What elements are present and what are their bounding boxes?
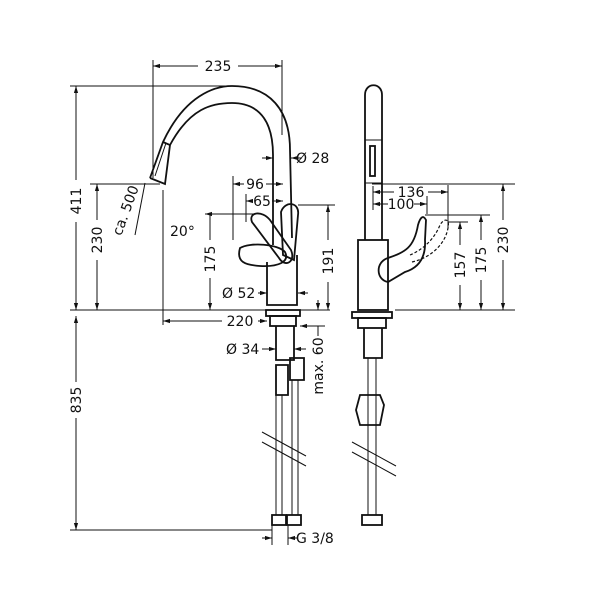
dim-96-label: 96 xyxy=(246,177,264,193)
side-dim-157-label: 157 xyxy=(453,252,469,279)
dim-g38-label: G 3/8 xyxy=(296,531,334,547)
dim-ca500-label: ca. 500 xyxy=(110,184,143,238)
side-dim-230-label: 230 xyxy=(496,227,512,254)
dim-220-label: 220 xyxy=(227,314,254,330)
dim-65-label: 65 xyxy=(253,194,271,210)
dim-411-label: 411 xyxy=(69,188,85,215)
dim-175-label: 175 xyxy=(203,246,219,273)
dim-235-label: 235 xyxy=(205,59,232,75)
dim-191-label: 191 xyxy=(321,248,337,275)
dim-835-label: 835 xyxy=(69,387,85,414)
dim-dia52-label: Ø 52 xyxy=(222,286,255,302)
side-dim-100-label: 100 xyxy=(388,197,415,213)
dim-max60-label: max. 60 xyxy=(311,337,327,394)
dim-230-label: 230 xyxy=(90,227,106,254)
front-dimension-lines xyxy=(70,60,335,545)
side-view-faucet xyxy=(351,84,449,526)
dim-dia28-label: Ø 28 xyxy=(296,151,329,167)
side-dimension-lines xyxy=(372,183,515,311)
side-dim-175-label: 175 xyxy=(474,247,490,274)
front-view-faucet xyxy=(149,85,307,526)
dim-dia34-label: Ø 34 xyxy=(226,342,259,358)
dim-20deg-label: 20° xyxy=(170,224,195,240)
side-dim-136-label: 136 xyxy=(398,185,425,201)
